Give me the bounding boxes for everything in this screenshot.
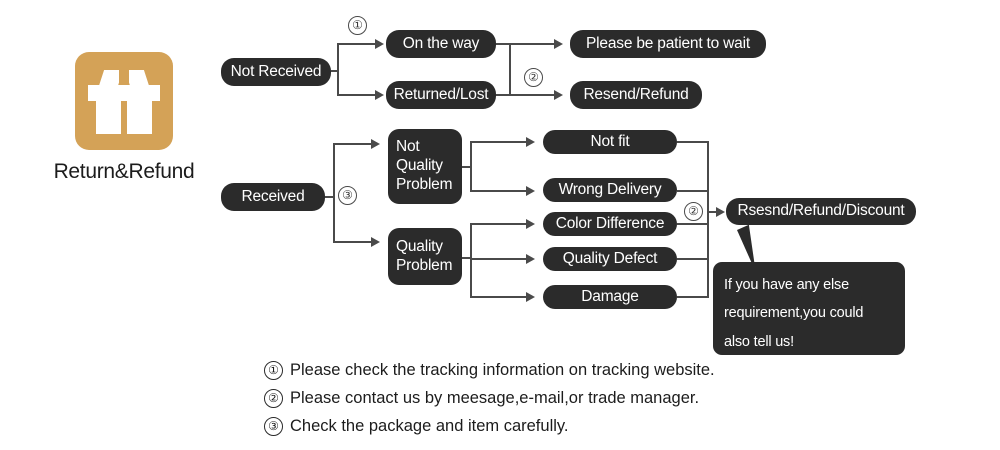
connector-to-quality xyxy=(333,241,373,243)
connector-not-quality-spine xyxy=(470,142,472,192)
connector-on-the-way-out xyxy=(496,43,510,45)
speech-bubble: If you have any else requirement,you cou… xyxy=(713,262,905,355)
brand-block: Return&Refund xyxy=(44,52,204,184)
connector-quality-spine xyxy=(470,223,472,298)
connector-received-spine xyxy=(333,144,335,243)
gift-body-left xyxy=(96,101,121,134)
bubble-line-1: If you have any else xyxy=(724,277,849,293)
arrow-to-color-difference xyxy=(526,219,535,229)
gift-box-icon xyxy=(75,52,173,150)
node-resend-refund-discount[interactable]: Rsesnd/Refund/Discount xyxy=(726,198,916,225)
node-not-received[interactable]: Not Received xyxy=(221,58,331,86)
footnote-3: ③ Check the package and item carefully. xyxy=(264,412,824,440)
marker-step-1-top: ① xyxy=(348,16,367,35)
connector-to-final-result xyxy=(707,211,721,213)
footnote-3-marker: ③ xyxy=(264,416,283,436)
arrow-to-not-quality xyxy=(371,139,380,149)
node-quality-defect[interactable]: Quality Defect xyxy=(543,247,677,271)
connector-to-on-the-way xyxy=(337,43,377,45)
connector-not-quality-out xyxy=(462,166,472,168)
connector-to-not-fit xyxy=(470,141,528,143)
connector-received-stem xyxy=(325,196,335,198)
footnote-1: ① Please check the tracking information … xyxy=(264,356,824,384)
footnotes-list: ① Please check the tracking information … xyxy=(264,356,824,440)
arrow-to-final-result xyxy=(716,207,725,217)
arrow-to-quality xyxy=(371,237,380,247)
node-not-quality-problem[interactable]: Not Quality Problem xyxy=(388,129,462,204)
gift-lid xyxy=(88,85,160,101)
arrow-to-wrong-delivery xyxy=(526,186,535,196)
connector-wrong-delivery-out xyxy=(677,190,709,192)
connector-to-quality-defect xyxy=(470,258,528,260)
connector-quality-out xyxy=(462,257,472,259)
footnote-2: ② Please contact us by meesage,e-mail,or… xyxy=(264,384,824,412)
footnote-1-marker: ① xyxy=(264,360,283,380)
brand-label: Return&Refund xyxy=(53,160,195,183)
marker-step-2-top: ② xyxy=(524,68,543,87)
node-on-the-way[interactable]: On the way xyxy=(386,30,496,58)
connector-results-spine xyxy=(509,43,511,96)
node-wrong-delivery[interactable]: Wrong Delivery xyxy=(543,178,677,202)
node-returned-lost[interactable]: Returned/Lost xyxy=(386,81,496,109)
footnote-2-text: Please contact us by meesage,e-mail,or t… xyxy=(290,388,700,407)
connector-to-not-quality xyxy=(333,143,373,145)
arrow-to-be-patient xyxy=(554,39,563,49)
node-not-fit[interactable]: Not fit xyxy=(543,130,677,154)
node-color-difference[interactable]: Color Difference xyxy=(543,212,677,236)
arrow-to-damage xyxy=(526,292,535,302)
gift-body-right xyxy=(127,101,152,134)
footnote-1-text: Please check the tracking information on… xyxy=(290,360,715,379)
connector-to-be-patient xyxy=(509,43,556,45)
connector-merge-spine xyxy=(707,141,709,298)
connector-to-resend-refund xyxy=(509,94,556,96)
connector-quality-defect-out xyxy=(677,258,709,260)
arrow-to-returned-lost xyxy=(375,90,384,100)
connector-damage-out xyxy=(677,296,709,298)
footnote-3-text: Check the package and item carefully. xyxy=(290,416,569,435)
connector-to-returned-lost xyxy=(337,94,377,96)
connector-not-fit-out xyxy=(677,141,709,143)
node-damage[interactable]: Damage xyxy=(543,285,677,309)
gift-bow-notch xyxy=(119,68,129,84)
bubble-line-3: also tell us! xyxy=(724,333,794,350)
bubble-line-2: requirement,you could xyxy=(724,305,864,322)
node-quality-problem[interactable]: Quality Problem xyxy=(388,228,462,285)
node-please-be-patient[interactable]: Please be patient to wait xyxy=(570,30,766,58)
arrow-to-not-fit xyxy=(526,137,535,147)
arrow-to-resend-refund xyxy=(554,90,563,100)
connector-to-color-difference xyxy=(470,223,528,225)
connector-not-received-stem xyxy=(331,70,339,72)
node-received[interactable]: Received xyxy=(221,183,325,211)
connector-color-difference-out xyxy=(677,223,709,225)
arrow-to-quality-defect xyxy=(526,254,535,264)
connector-returned-lost-out xyxy=(496,94,510,96)
arrow-to-on-the-way xyxy=(375,39,384,49)
marker-step-3: ③ xyxy=(338,186,357,205)
node-resend-refund[interactable]: Resend/Refund xyxy=(570,81,702,109)
connector-not-received-spine xyxy=(337,44,339,96)
connector-to-wrong-delivery xyxy=(470,190,528,192)
connector-to-damage xyxy=(470,296,528,298)
footnote-2-marker: ② xyxy=(264,388,283,408)
marker-step-2-bottom: ② xyxy=(684,202,703,221)
